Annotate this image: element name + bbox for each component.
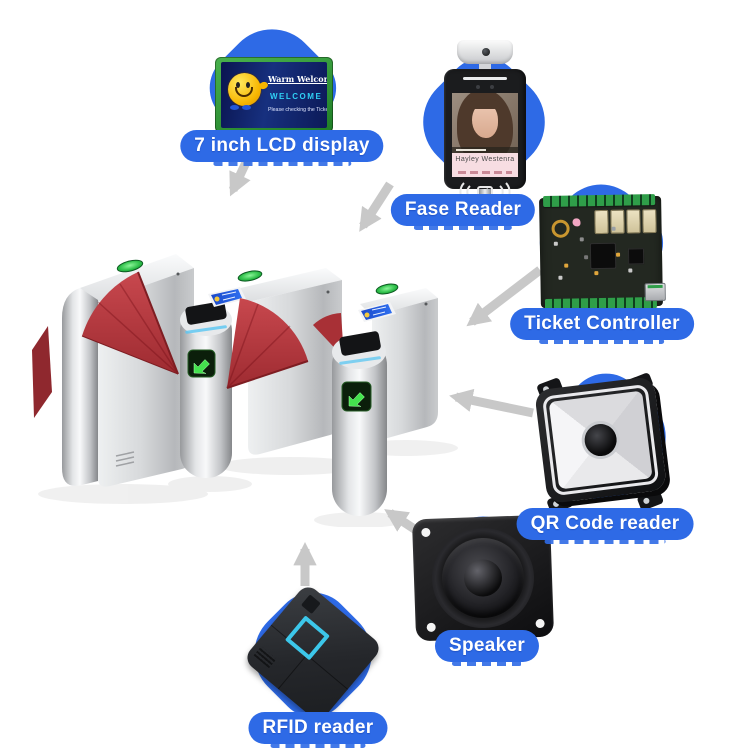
red-flap-left (81, 271, 179, 375)
label-ticket-controller: Ticket Controller (510, 308, 694, 344)
flap-barrier-turnstile-image (32, 254, 458, 527)
lcd-display-image: Warm Welcome WELCOME Please checking the… (215, 57, 333, 133)
rfid-grille (253, 646, 277, 669)
qr-code-reader-image (527, 369, 674, 516)
label-face-reader: Fase Reader (390, 194, 536, 230)
lcd-welcome-note: Please checking the Ticket (268, 107, 327, 113)
lane-status-light (116, 259, 144, 273)
temperature-camera-module (457, 40, 513, 64)
arrow-ticket-to-turnstile (466, 266, 543, 327)
rfid-led-indicator (284, 615, 330, 661)
turnstile-shadows (38, 440, 458, 527)
label-lcd-display: 7 inch LCD display (180, 130, 384, 166)
qr-scan-window (185, 301, 227, 325)
lane-status-light (237, 270, 263, 282)
recognition-result-panel: Hayley Westenra (452, 153, 518, 177)
secondary-chip (627, 248, 645, 265)
lcd-welcome-title: Warm Welcome (268, 74, 327, 84)
rfid-sensor-window (300, 594, 321, 615)
recognized-person-name: Hayley Westenra (455, 156, 515, 163)
middle-pillar (180, 301, 232, 478)
face-reader-screen: Hayley Westenra (452, 93, 518, 177)
face-reader-image: Hayley Westenra (430, 40, 540, 218)
label-qr-reader: QR Code reader (516, 508, 694, 544)
red-flap-middle (226, 298, 309, 389)
reader-screen (211, 289, 242, 305)
rfid-reader-image (242, 582, 384, 724)
small-components (553, 241, 558, 246)
right-pillar (332, 331, 387, 516)
face-reader-body: Hayley Westenra (444, 69, 526, 202)
ticket-controller-board-image (539, 194, 666, 310)
qr-reader-body (534, 376, 668, 504)
terminal-block-row (543, 194, 656, 208)
buzzer-component (572, 218, 581, 227)
label-rfid-reader: RFID reader (248, 712, 388, 748)
arrow-face-to-turnstile (359, 181, 394, 232)
label-speaker: Speaker (434, 630, 540, 666)
green-arrow-icon (193, 359, 210, 374)
main-chip (589, 242, 617, 270)
rfid-reader-body (242, 582, 384, 724)
green-arrow-icon (348, 392, 365, 407)
smiley-mascot-icon (228, 73, 261, 106)
lcd-welcome-subtitle: WELCOME (270, 92, 323, 101)
ethernet-port (644, 282, 666, 302)
coil-component (551, 219, 570, 238)
left-flap-wing (32, 326, 52, 418)
vent-grille (115, 451, 135, 467)
lane-status-light (375, 283, 399, 295)
qr-scan-window (339, 331, 381, 356)
arrow-qr-to-turnstile (449, 388, 534, 418)
lcd-screen: Warm Welcome WELCOME Please checking the… (221, 62, 327, 128)
right-cabinet (358, 283, 438, 440)
relay-bank (594, 209, 657, 235)
